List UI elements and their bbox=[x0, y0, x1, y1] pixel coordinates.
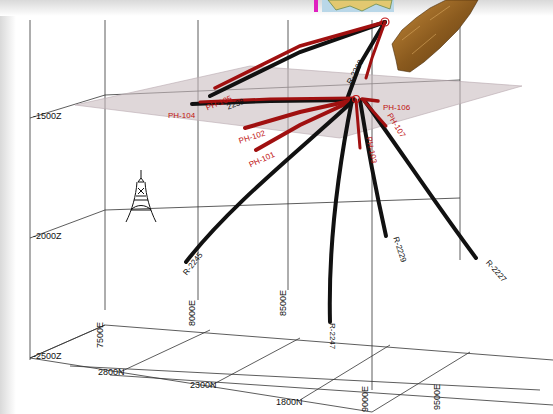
easting-label: 8500E bbox=[279, 290, 288, 316]
hole-label: PH-104 bbox=[168, 112, 195, 120]
depth-label: -2000Z bbox=[33, 232, 62, 241]
easting-label: 9000E bbox=[361, 386, 370, 412]
hole-label: PH-102 bbox=[238, 130, 266, 146]
northing-label: 2800N bbox=[98, 368, 125, 377]
hole-label: R-2245 bbox=[182, 251, 204, 277]
hole-label: R-2227 bbox=[484, 259, 508, 284]
hole-label: R-2247 bbox=[328, 323, 336, 349]
hole-label: PH-103 bbox=[364, 136, 377, 164]
depth-label: -1500Z bbox=[33, 112, 62, 121]
northing-label: 2300N bbox=[190, 381, 217, 390]
easting-label: 7500E bbox=[96, 322, 105, 348]
easting-label: 8000E bbox=[188, 300, 197, 326]
hole-label: PH-106 bbox=[383, 104, 410, 112]
hole-label: R-2229 bbox=[391, 236, 407, 263]
easting-label: 9500E bbox=[433, 384, 442, 410]
northing-label: 1800N bbox=[276, 398, 303, 407]
hole-label: PH-101 bbox=[248, 151, 276, 169]
depth-label: -2500Z bbox=[33, 352, 62, 361]
